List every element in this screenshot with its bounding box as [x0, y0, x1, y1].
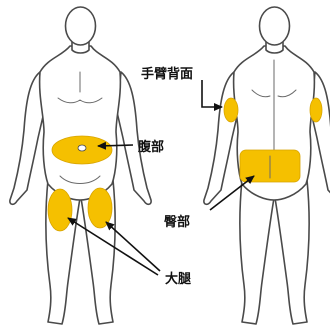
abdomen-pointer — [98, 145, 133, 146]
arm-back-pointer — [202, 80, 222, 107]
right-thigh-site — [88, 188, 112, 228]
abdomen-label: 腹部 — [138, 139, 164, 155]
thigh-label: 大腿 — [165, 271, 191, 287]
back-body-figure — [204, 7, 330, 324]
navel-marker — [78, 145, 86, 151]
front-body-figure — [10, 7, 151, 324]
arm-back-label: 手臂背面 — [141, 66, 193, 82]
left-upper-arm-back-site — [224, 98, 238, 122]
left-thigh-site — [48, 189, 72, 231]
right-upper-arm-back-site — [310, 98, 322, 122]
buttocks-label: 臀部 — [164, 214, 190, 230]
